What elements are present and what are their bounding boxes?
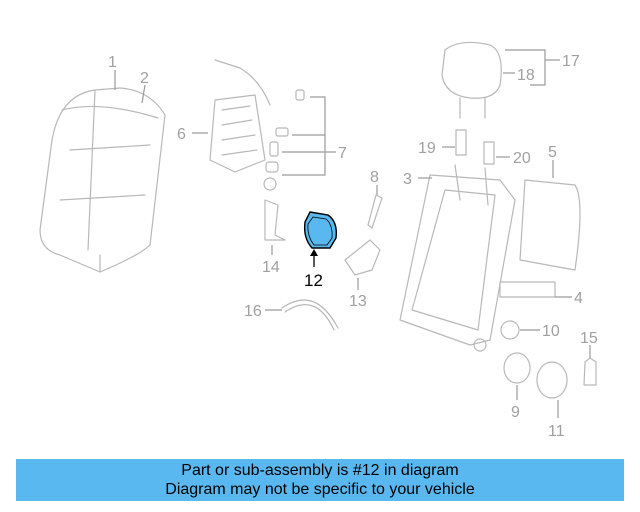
callout-8: 8	[370, 169, 379, 186]
callout-13: 13	[349, 293, 367, 310]
part-20-guide	[483, 141, 495, 165]
callout-11: 11	[548, 423, 565, 440]
part-19-guide	[455, 129, 467, 156]
callout-19: 19	[418, 140, 436, 157]
part-5-back-panel	[519, 179, 581, 271]
part-13-bracket	[344, 239, 381, 276]
callout-3: 3	[403, 171, 412, 188]
part-8-rod	[367, 194, 383, 229]
callout-4: 4	[574, 290, 583, 307]
hardware-clips	[263, 89, 305, 191]
callout-10: 10	[542, 323, 560, 340]
callout-12[interactable]: 12	[304, 271, 323, 290]
part-16-rod	[281, 299, 339, 329]
callout-9: 9	[511, 404, 520, 421]
banner-line-2: Diagram may not be specific to your vehi…	[165, 481, 475, 498]
callout-20: 20	[513, 150, 531, 167]
seat-back-frame	[399, 164, 516, 352]
part-4-strip	[499, 281, 556, 298]
headrest	[441, 41, 502, 119]
callout-5: 5	[548, 144, 557, 161]
banner-line-1: Part or sub-assembly is #12 in diagram	[181, 462, 459, 479]
info-banner: Part or sub-assembly is #12 in diagram D…	[16, 459, 624, 501]
parts-diagram: 1 2 6 7 8 14 12 13 16	[39, 41, 598, 440]
callout-18: 18	[517, 67, 535, 84]
part-14-trim	[264, 199, 286, 241]
callout-17: 17	[562, 53, 580, 70]
part-10-knob	[500, 320, 520, 340]
callout-16: 16	[244, 303, 262, 320]
callout-2: 2	[140, 70, 149, 87]
part-11-cover	[536, 361, 568, 399]
callout-1: 1	[108, 54, 117, 71]
callout-15: 15	[580, 330, 598, 347]
part-9-dial	[503, 352, 531, 384]
seat-back-cushion	[39, 87, 166, 273]
callout-14: 14	[262, 259, 280, 276]
callout-7: 7	[338, 145, 347, 162]
callout-6: 6	[177, 126, 186, 143]
lumbar-support	[209, 59, 271, 173]
part-15-cap	[583, 357, 597, 386]
